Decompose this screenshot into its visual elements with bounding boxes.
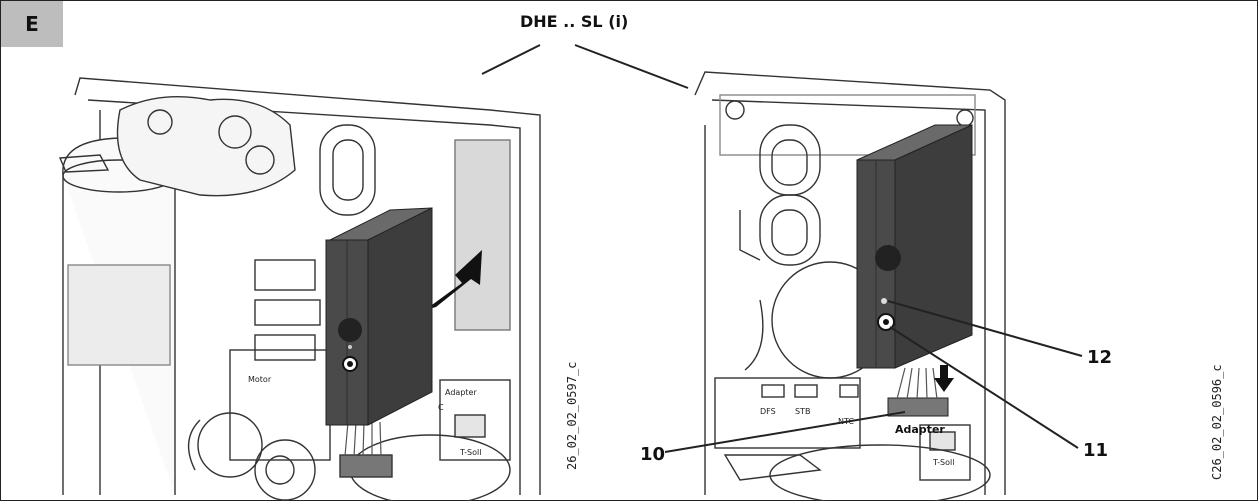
- figure-id-right: C26_02_02_0596_c: [1210, 364, 1224, 480]
- board-label-stb: STB: [795, 407, 810, 416]
- board-label-tsoll-right: T-Soll: [932, 458, 954, 467]
- board-label-dfs: DFS: [760, 407, 776, 416]
- figure-id-left: 26_02_02_0597_c: [565, 361, 579, 470]
- leader-12: [887, 300, 1083, 357]
- callout-10: 10: [640, 444, 666, 465]
- title-leader-right: [574, 44, 689, 89]
- left-illustration: [58, 77, 541, 501]
- right-connector: [887, 365, 954, 417]
- leader-11: [889, 326, 1079, 449]
- leader-10: [664, 411, 906, 453]
- section-badge: E: [1, 1, 63, 47]
- title-leader-left: [481, 44, 541, 75]
- down-arrow-icon: [934, 365, 954, 392]
- board-label-adapter-left: Adapter: [445, 388, 477, 397]
- figure-title: DHE .. SL (i): [520, 12, 629, 31]
- callout-12: 12: [1087, 347, 1113, 368]
- left-module: [325, 207, 433, 426]
- right-module: [856, 124, 973, 369]
- board-label-motor: Motor: [248, 375, 272, 384]
- right-illustration: [694, 71, 1006, 501]
- section-label: E: [25, 12, 39, 36]
- board-label-tsoll-left: T-Soll: [459, 448, 481, 457]
- insert-arrow-icon: [425, 250, 482, 310]
- board-label-ntc: NTC: [838, 417, 854, 426]
- board-label-c: C: [438, 403, 444, 412]
- callout-11: 11: [1083, 440, 1109, 461]
- board-label-adapter-right: Adapter: [895, 423, 945, 436]
